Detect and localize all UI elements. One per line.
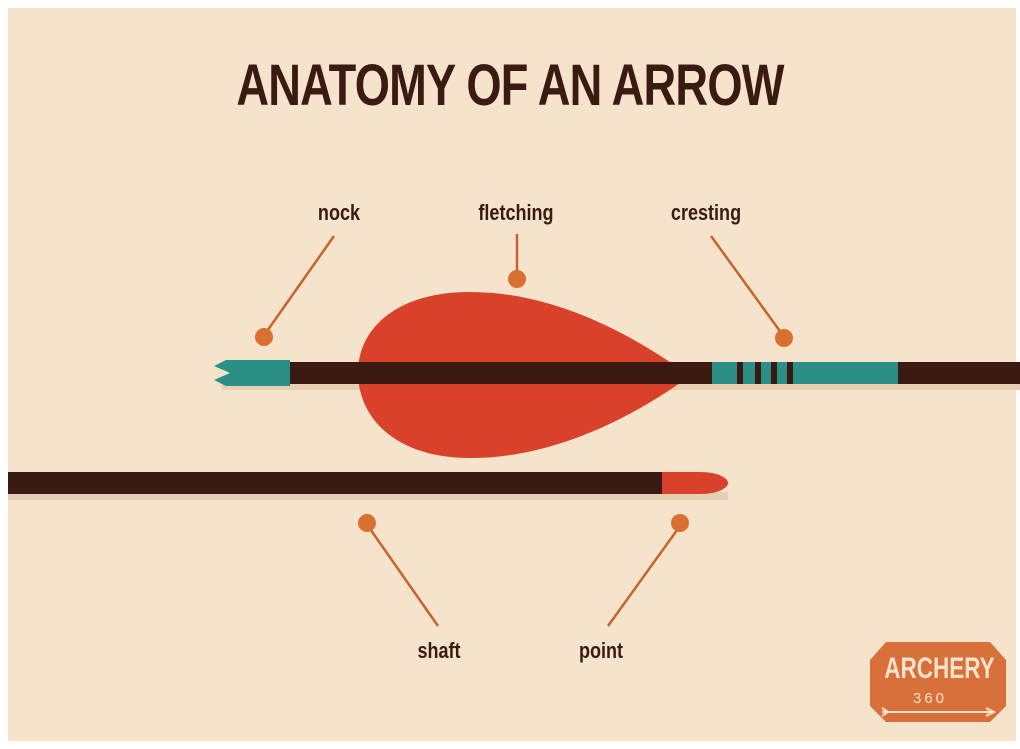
logo-number: 360 xyxy=(869,690,991,707)
logo-name: ARCHERY xyxy=(884,652,976,686)
label-fletching: fletching xyxy=(475,200,557,226)
lower-shaft xyxy=(8,472,664,494)
label-point: point xyxy=(572,638,629,664)
nock-piece xyxy=(214,360,290,386)
label-shaft: shaft xyxy=(410,638,467,664)
point-tip xyxy=(662,472,728,494)
cresting-band xyxy=(712,362,898,384)
label-cresting: cresting xyxy=(667,200,746,226)
page-title: ANATOMY OF AN ARROW xyxy=(112,52,908,119)
label-nock: nock xyxy=(310,200,367,226)
upper-shaft xyxy=(290,362,1020,384)
